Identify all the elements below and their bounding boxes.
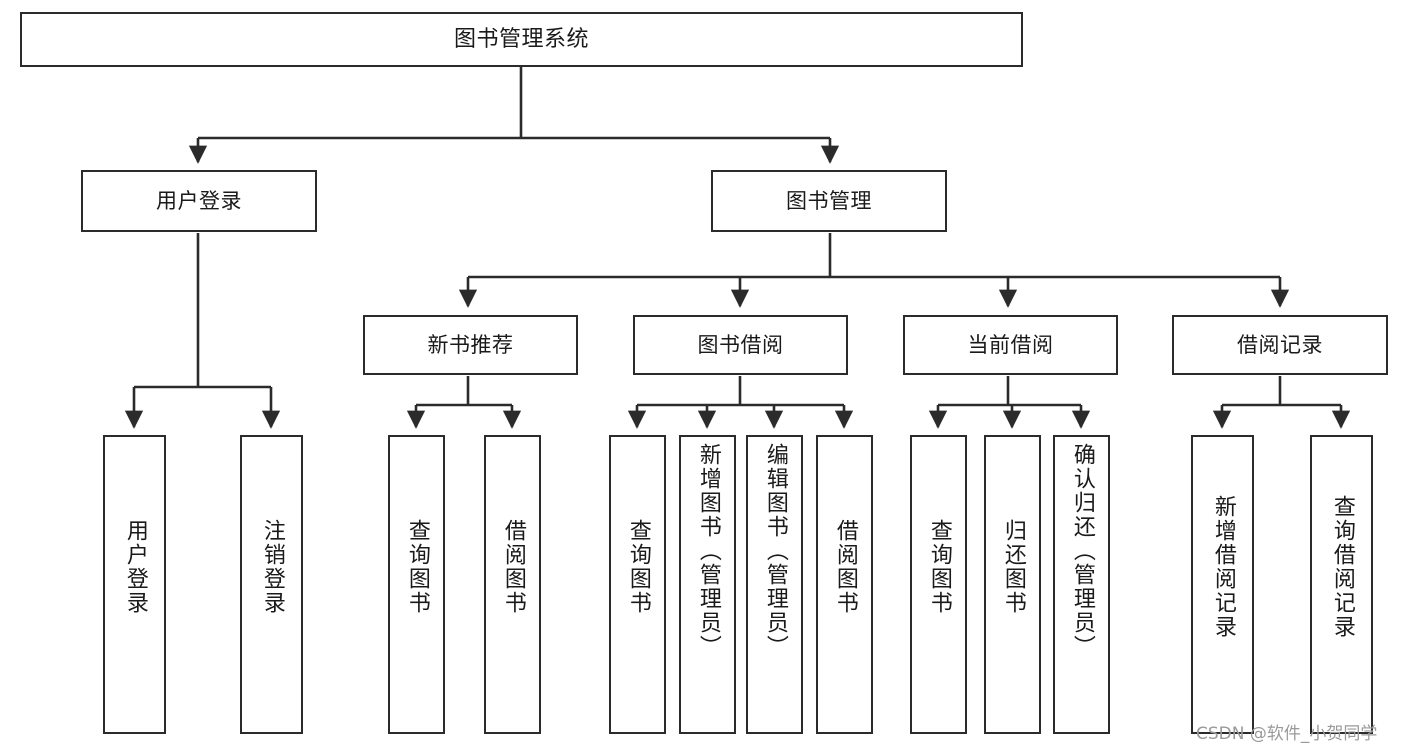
node-leaf-query-record-label: 查询借阅记录 <box>1329 495 1355 639</box>
node-borrow-record-label: 借阅记录 <box>1237 332 1323 357</box>
node-leaf-query-book-3-label: 查询图书 <box>926 519 952 615</box>
node-leaf-user-login-label: 用户登录 <box>122 519 148 615</box>
node-new-book-recommend-label: 新书推荐 <box>427 332 514 357</box>
node-current-borrow[interactable]: 当前借阅 <box>903 315 1118 375</box>
node-leaf-confirm-return[interactable]: 确认归还（管理员） <box>1053 435 1110 734</box>
node-leaf-user-login[interactable]: 用户登录 <box>103 435 166 734</box>
node-current-borrow-label: 当前借阅 <box>967 332 1054 357</box>
node-leaf-query-book-2-label: 查询图书 <box>625 519 651 615</box>
node-leaf-edit-book-label: 编辑图书（管理员） <box>762 443 788 659</box>
node-leaf-query-book-1-label: 查询图书 <box>404 519 430 615</box>
node-leaf-query-book-2[interactable]: 查询图书 <box>609 435 666 734</box>
node-user-login[interactable]: 用户登录 <box>81 170 317 232</box>
node-root-label: 图书管理系统 <box>453 26 589 52</box>
node-leaf-user-logout[interactable]: 注销登录 <box>240 435 303 734</box>
node-leaf-confirm-return-label: 确认归还（管理员） <box>1069 443 1095 659</box>
node-root[interactable]: 图书管理系统 <box>20 12 1023 67</box>
node-book-borrow[interactable]: 图书借阅 <box>633 315 848 375</box>
node-leaf-query-book-3[interactable]: 查询图书 <box>910 435 967 734</box>
node-leaf-add-book[interactable]: 新增图书（管理员） <box>679 435 736 734</box>
node-leaf-borrow-book-1[interactable]: 借阅图书 <box>484 435 541 734</box>
node-book-manage[interactable]: 图书管理 <box>711 170 947 232</box>
watermark: CSDN @软件_小贺同学 <box>1196 724 1378 744</box>
node-leaf-edit-book[interactable]: 编辑图书（管理员） <box>746 435 803 734</box>
node-leaf-add-record-label: 新增借阅记录 <box>1210 495 1236 639</box>
node-user-login-label: 用户登录 <box>156 188 242 213</box>
node-book-manage-label: 图书管理 <box>786 188 872 213</box>
node-leaf-query-record[interactable]: 查询借阅记录 <box>1310 435 1373 734</box>
node-borrow-record[interactable]: 借阅记录 <box>1172 315 1388 375</box>
node-leaf-return-book-label: 归还图书 <box>1000 519 1026 615</box>
node-leaf-borrow-book-2-label: 借阅图书 <box>832 519 858 615</box>
node-new-book-recommend[interactable]: 新书推荐 <box>363 315 578 375</box>
node-book-borrow-label: 图书借阅 <box>697 332 784 357</box>
node-leaf-return-book[interactable]: 归还图书 <box>984 435 1041 734</box>
node-leaf-add-book-label: 新增图书（管理员） <box>695 443 721 659</box>
node-leaf-borrow-book-1-label: 借阅图书 <box>500 519 526 615</box>
node-leaf-query-book-1[interactable]: 查询图书 <box>388 435 445 734</box>
node-leaf-borrow-book-2[interactable]: 借阅图书 <box>816 435 873 734</box>
node-leaf-user-logout-label: 注销登录 <box>259 519 285 615</box>
node-leaf-add-record[interactable]: 新增借阅记录 <box>1191 435 1254 734</box>
